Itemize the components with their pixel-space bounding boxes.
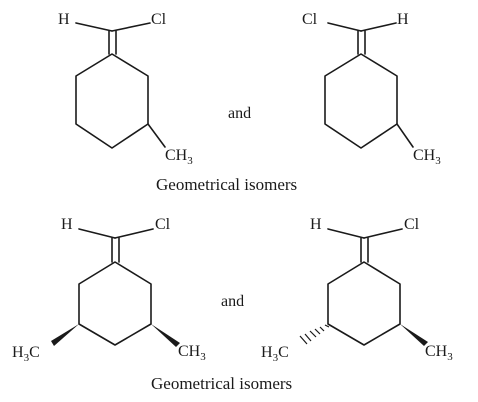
bottom-left-molecule: H Cl H3C CH3 [12,216,206,364]
top-right-h-label: H [397,11,409,28]
bottom-right-h-bond [327,228,365,239]
bottom-right-cl-bond [363,228,403,239]
top-left-cl-bond [111,22,151,32]
bottom-left-cl-label: Cl [155,216,171,233]
top-left-molecule: H Cl CH3 [58,11,193,167]
top-right-methyl-bond [396,123,414,148]
top-right-cl-label: Cl [302,11,318,28]
top-left-ring [75,53,149,149]
bottom-and-label: and [221,293,244,310]
top-left-cl-label: Cl [151,11,167,28]
top-and-label: and [228,105,251,122]
bottom-right-cl-label: Cl [404,216,420,233]
top-right-methyl-label: CH3 [413,147,441,167]
top-right-molecule: Cl H CH3 [302,11,441,167]
bottom-right-ring [327,261,401,346]
top-left-methyl-bond [147,123,166,148]
bottom-left-ch3-label: CH3 [178,343,206,363]
bottom-right-h-label: H [310,216,322,233]
bottom-left-h-label: H [61,216,73,233]
bottom-caption: Geometrical isomers [151,374,292,393]
bottom-left-h-bond [78,228,116,239]
top-caption: Geometrical isomers [156,175,297,194]
top-left-methyl-label: CH3 [165,147,193,167]
bottom-right-molecule: H Cl H3C CH3 [261,216,453,364]
bottom-right-ch3-label: CH3 [425,343,453,363]
top-right-ring [324,53,398,149]
bottom-left-wedge-left [51,324,79,346]
bottom-right-wedge-right [400,324,428,346]
bottom-left-wedge-right [151,324,180,347]
top-left-h-bond [75,22,113,32]
bottom-left-h3c-label: H3C [12,344,40,364]
bottom-left-cl-bond [114,228,154,239]
top-left-h-label: H [58,11,70,28]
top-right-h-bond [360,22,397,32]
bottom-right-h3c-label: H3C [261,344,289,364]
bottom-right-hashed-wedge [299,324,330,345]
bottom-left-ring [78,261,152,346]
top-right-cl-bond [327,22,362,32]
